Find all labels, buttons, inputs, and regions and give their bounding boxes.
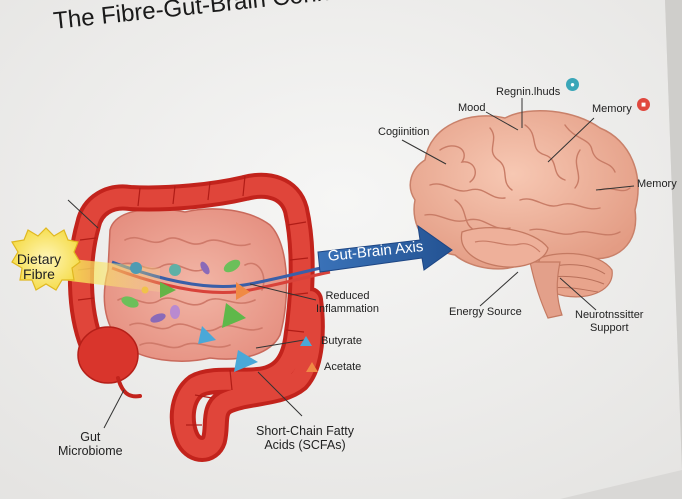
gut-microbiome-label: Gut Microbiome [58, 430, 123, 459]
regions-label: Regnin.lhuds [496, 86, 561, 98]
reduced-inflammation-label: Reduced Inflammation [316, 290, 379, 315]
brain-illustration [409, 109, 639, 319]
cognition-label: Cogiinition [378, 126, 430, 138]
acetate-marker-icon [306, 362, 318, 372]
dietary-fibre-label: Dietary Fibre [16, 251, 62, 283]
dietary-fibre-burst [11, 227, 81, 291]
butyrate-marker-icon [300, 336, 312, 346]
acetate-label: Acetate [324, 361, 362, 373]
energy-source-label: Energy Source [449, 306, 522, 318]
neurotransmitter-label: Neurotnssitter Support [575, 309, 644, 334]
butyrate-label: Butyrate [321, 335, 362, 347]
brain-icon: ● [566, 78, 579, 91]
memory-top-label: Memory [592, 103, 632, 115]
scfa-label: Short-Chain Fatty Acids (SCFAs) [256, 424, 354, 453]
microbiome-particles [121, 259, 258, 372]
gut-brain-axis-arrow [317, 224, 453, 273]
memory-right-label: Memory [637, 178, 677, 190]
mood-label: Mood [458, 102, 486, 114]
memory-icon: ■ [637, 98, 650, 111]
